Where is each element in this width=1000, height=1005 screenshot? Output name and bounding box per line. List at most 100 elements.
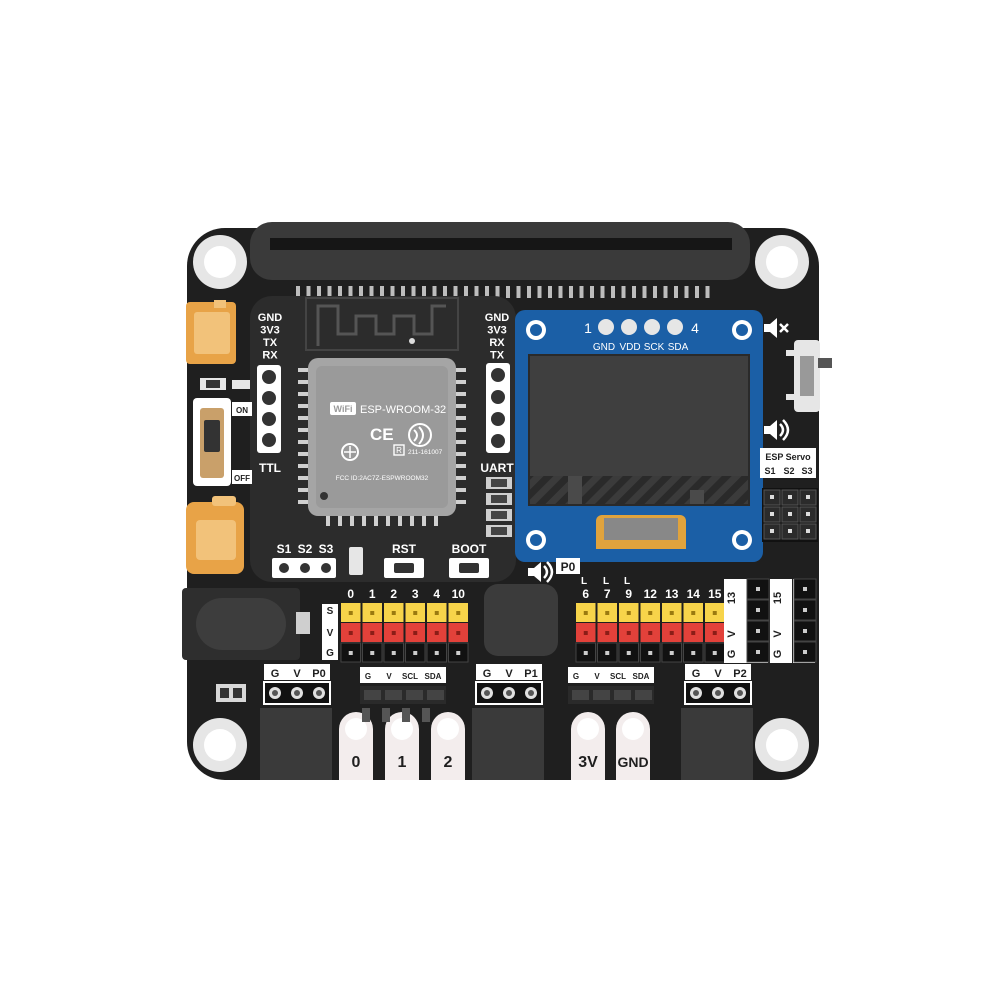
esp-servo-s2: S2 xyxy=(783,466,794,476)
esp-servo-pin[interactable] xyxy=(788,529,792,533)
esp-servo-header[interactable] xyxy=(762,488,818,542)
oled-pin-end: 4 xyxy=(691,320,699,336)
esp-servo-pin[interactable] xyxy=(806,495,810,499)
pin-hole xyxy=(434,651,439,655)
esp-servo-pin[interactable] xyxy=(770,495,774,499)
i2c-left-pin[interactable] xyxy=(406,690,423,700)
comb-pin xyxy=(390,286,395,298)
pin-hole xyxy=(648,651,653,655)
ttl-pin[interactable] xyxy=(262,412,276,426)
comb-pin xyxy=(548,286,552,298)
gpio-left-label-10: 10 xyxy=(452,587,466,601)
i2c-left-label-strip xyxy=(360,667,446,683)
pin-hole xyxy=(370,611,375,615)
i2c-left-pin[interactable] xyxy=(364,690,381,700)
pin-hole xyxy=(370,651,375,655)
esp-servo-title: ESP Servo xyxy=(765,452,811,462)
ttl-pin[interactable] xyxy=(262,370,276,384)
pin-hole xyxy=(691,651,696,655)
power-switch[interactable] xyxy=(193,398,231,486)
pin-hole xyxy=(434,631,439,635)
mounting-hole-tl xyxy=(193,235,247,289)
uart-pin[interactable] xyxy=(491,434,505,448)
grove-port-label-p2: P2 xyxy=(733,668,746,680)
comb-pin xyxy=(663,286,668,298)
i2c-right-pin[interactable] xyxy=(635,690,652,700)
pin-hole xyxy=(583,631,588,635)
ttl-pin[interactable] xyxy=(262,391,276,405)
ce-mark: CE xyxy=(370,425,394,444)
comb-pin xyxy=(443,286,447,298)
esp-model-label: ESP-WROOM-32 xyxy=(360,404,446,416)
mounting-hole-br xyxy=(755,718,809,772)
uart-pin[interactable] xyxy=(491,412,505,426)
grove-port-label-v: V xyxy=(505,668,513,680)
grove-pin-hole xyxy=(484,690,490,696)
side-header-pin-13: 13 xyxy=(726,592,738,604)
pin-hole xyxy=(348,651,353,655)
pin-hole xyxy=(691,611,696,615)
i2c-right-pin[interactable] xyxy=(572,690,589,700)
i2c-right-pin[interactable] xyxy=(614,690,631,700)
esp-pin-bottom xyxy=(338,514,342,526)
ttl-header xyxy=(257,365,281,453)
esp-servo-pin[interactable] xyxy=(788,495,792,499)
servo-select-s1: S1 xyxy=(277,542,292,556)
edge-pin-comb xyxy=(296,286,710,298)
comb-pin xyxy=(495,286,500,298)
pin-hole xyxy=(583,611,588,615)
servo-select-header[interactable] xyxy=(272,558,336,578)
comb-pin xyxy=(600,286,605,298)
side-headers[interactable]: 13VG12VG15VG14VG xyxy=(724,578,817,663)
comb-pin xyxy=(537,286,542,298)
i2c-right-pin[interactable] xyxy=(593,690,610,700)
gpio-right-label-7: 7 xyxy=(604,587,611,601)
comb-pin xyxy=(569,286,573,298)
comb-pin xyxy=(653,286,657,298)
uart-pin-label-tx: TX xyxy=(490,350,505,362)
comb-pin xyxy=(422,286,426,298)
esp-pin-bottom xyxy=(398,514,402,526)
pin-hole xyxy=(391,631,396,635)
i2c-left-pin[interactable] xyxy=(385,690,402,700)
sound-switch[interactable] xyxy=(786,340,832,412)
i2c-right-label-sda: SDA xyxy=(633,672,650,681)
esp-module-pins xyxy=(298,368,466,526)
oled-ribbon xyxy=(596,515,686,549)
esp-pin-right xyxy=(454,452,466,456)
grove-pin-hole xyxy=(528,690,534,696)
ttl-label: TTL xyxy=(259,461,281,475)
i2c-left-pin[interactable] xyxy=(427,690,444,700)
esp-pin-left xyxy=(298,452,310,456)
i2c-right-label-scl: SCL xyxy=(610,672,626,681)
esp-pin-right xyxy=(454,392,466,396)
esp-servo-pin[interactable] xyxy=(770,529,774,533)
grove-pin-hole xyxy=(506,690,512,696)
wifi-badge-text: WiFi xyxy=(334,404,353,414)
ttl-pin[interactable] xyxy=(262,433,276,447)
esp-servo-pin[interactable] xyxy=(806,529,810,533)
mounting-hole-tr xyxy=(755,235,809,289)
pin-hole xyxy=(712,631,717,635)
esp-pin-bottom xyxy=(362,514,366,526)
pin-hole xyxy=(669,651,674,655)
audio-jack xyxy=(182,588,310,660)
power-off-label: OFF xyxy=(234,474,250,483)
esp-pin-bottom xyxy=(326,514,330,526)
esp-servo-pin[interactable] xyxy=(770,512,774,516)
uart-pin[interactable] xyxy=(491,368,505,382)
esp-servo-pin[interactable] xyxy=(806,512,810,516)
uart-pin[interactable] xyxy=(491,390,505,404)
rst-button[interactable] xyxy=(384,558,424,578)
oled-pin-header xyxy=(598,319,683,335)
jst-connector xyxy=(186,496,244,574)
esp-servo-pin[interactable] xyxy=(788,512,792,516)
boot-button[interactable] xyxy=(449,558,489,578)
esp-pin-bottom xyxy=(434,514,438,526)
